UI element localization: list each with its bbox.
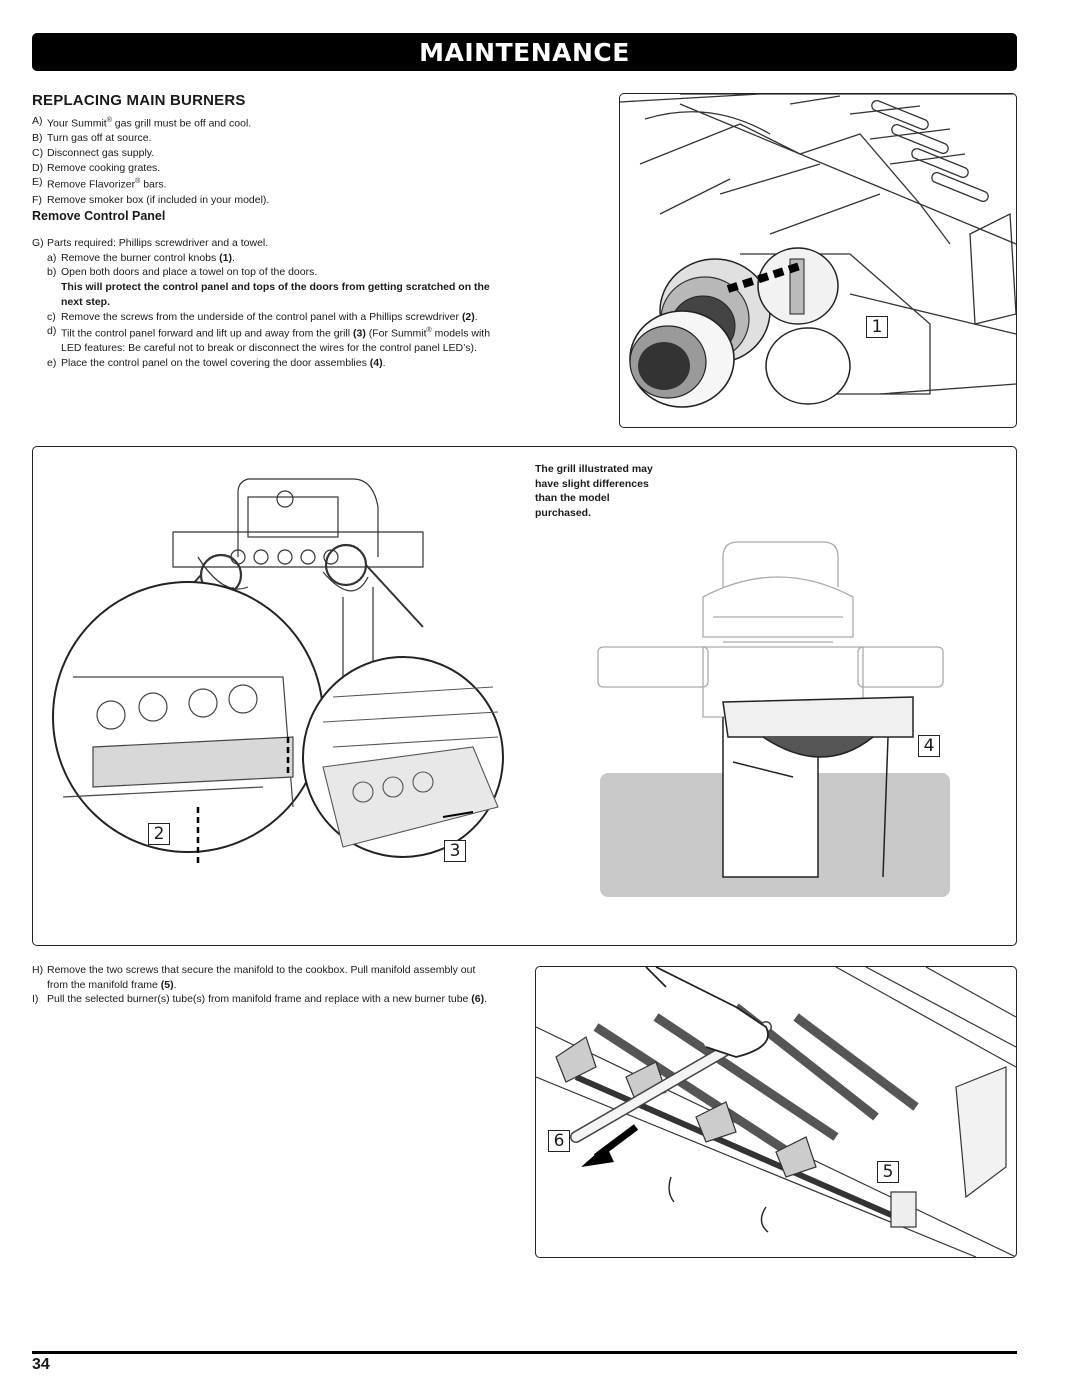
step-g-c: c)Remove the screws from the underside o… xyxy=(47,310,478,323)
intro-steps-list: A)Your Summit® gas grill must be off and… xyxy=(32,114,572,207)
callout-5: 5 xyxy=(877,1161,899,1183)
step-g-b: b)Open both doors and place a towel on t… xyxy=(47,266,318,279)
figure-remove-knobs xyxy=(619,93,1017,428)
step-g-a: a)Remove the burner control knobs (1). xyxy=(47,251,235,264)
page-number: 34 xyxy=(32,1356,50,1373)
warning-note: This will protect the control panel and … xyxy=(61,281,490,308)
step-b: B)Turn gas off at source. xyxy=(32,132,152,145)
subsection-title: Remove Control Panel xyxy=(32,209,166,223)
step-h: H)Remove the two screws that secure the … xyxy=(32,964,476,991)
callout-2: 2 xyxy=(148,823,170,845)
section-title: REPLACING MAIN BURNERS xyxy=(32,92,246,109)
step-d: D)Remove cooking grates. xyxy=(32,161,161,174)
step-c: C)Disconnect gas supply. xyxy=(32,146,155,159)
figure-control-panel-removal xyxy=(32,446,1017,946)
step-e: E)Remove Flavorizer® bars. xyxy=(32,176,167,191)
manifold-steps: H)Remove the two screws that secure the … xyxy=(32,963,492,1007)
callout-4: 4 xyxy=(918,735,940,757)
figure-note: The grill illustrated may have slight di… xyxy=(535,463,653,519)
callout-1: 1 xyxy=(866,316,888,338)
figure-burner-replacement xyxy=(535,966,1017,1258)
callout-6: 6 xyxy=(548,1130,570,1152)
step-a: A)Your Summit® gas grill must be off and… xyxy=(32,115,252,130)
knob-illustration xyxy=(620,94,1016,408)
step-f: F)Remove smoker box (if included in your… xyxy=(32,193,270,206)
callout-3: 3 xyxy=(444,840,466,862)
maintenance-banner: MAINTENANCE xyxy=(32,33,1017,71)
burner-illustration xyxy=(536,967,1016,1257)
footer-rule xyxy=(32,1351,1017,1354)
step-g-d: d)Tilt the control panel forward and lif… xyxy=(47,325,491,355)
banner-title: MAINTENANCE xyxy=(419,37,630,67)
step-g: G)Parts required: Phillips screwdriver a… xyxy=(32,237,269,249)
control-panel-steps: G)Parts required: Phillips screwdriver a… xyxy=(32,236,512,371)
step-g-e: e)Place the control panel on the towel c… xyxy=(47,357,386,370)
control-panel-illustration xyxy=(52,478,950,897)
step-i: I)Pull the selected burner(s) tube(s) fr… xyxy=(32,993,488,1006)
